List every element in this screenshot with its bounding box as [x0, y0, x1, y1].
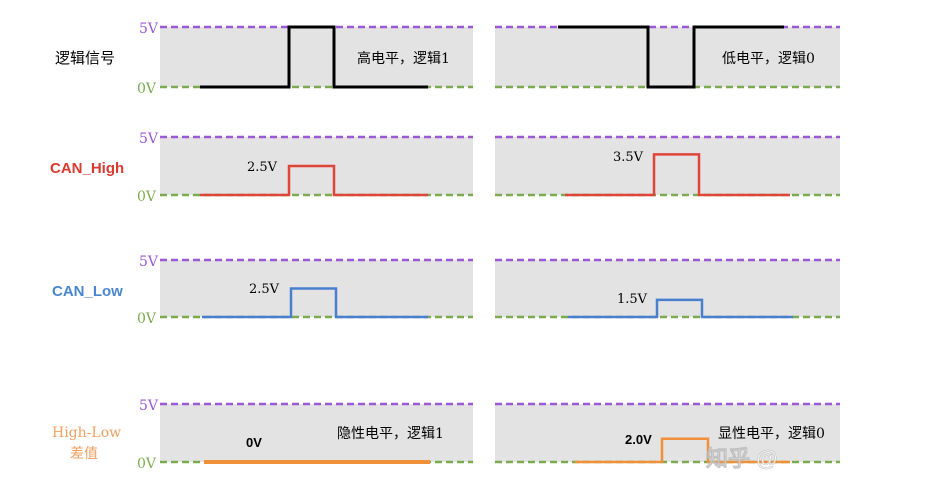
panel-background: [160, 404, 473, 462]
value-canl-dominant: 1.5V: [617, 292, 648, 307]
label-0v: 0V: [137, 311, 157, 327]
row-label-can-high: CAN_High: [50, 160, 124, 177]
note-dominant-logic0: 显性电平，逻辑0: [718, 426, 825, 442]
value-diff-dominant: 2.0V: [625, 432, 652, 447]
label-0v: 0V: [137, 81, 157, 97]
label-0v: 0V: [137, 189, 157, 205]
label-5v: 5V: [139, 254, 159, 270]
label-5v: 5V: [139, 131, 159, 147]
value-diff-recessive: 0V: [246, 435, 262, 450]
can-low-waveform-recessive: [202, 287, 428, 319]
row-label-logic: 逻辑信号: [55, 49, 115, 67]
label-5v: 5V: [139, 21, 159, 37]
note-high-logic1: 高电平，逻辑1: [357, 50, 450, 67]
panel-background: [495, 137, 840, 195]
can-low-waveform-dominant: [568, 298, 793, 319]
value-canh-dominant: 3.5V: [613, 150, 644, 165]
row-label-diff-2: 差值: [70, 446, 98, 462]
row-label-diff: High-Low: [52, 425, 121, 441]
can-high-waveform-dominant: [565, 153, 790, 197]
value-canl-recessive: 2.5V: [249, 282, 280, 297]
note-low-logic0: 低电平，逻辑0: [722, 51, 815, 67]
panel-background: [495, 404, 840, 462]
value-canh-recessive: 2.5V: [247, 160, 278, 175]
panel-background: [160, 27, 473, 87]
label-0v: 0V: [137, 456, 157, 472]
panel-background: [495, 27, 840, 87]
can-high-waveform-recessive: [200, 164, 428, 197]
note-recessive-logic1: 隐性电平，逻辑1: [337, 426, 444, 442]
logic-waveform-low: [558, 25, 784, 89]
panel-background: [495, 260, 840, 317]
watermark: 知乎 @: [706, 446, 778, 471]
logic-waveform-high: [200, 25, 428, 89]
diff-waveform-dominant: [575, 437, 790, 464]
row-label-can-low: CAN_Low: [52, 283, 123, 300]
label-5v: 5V: [139, 398, 159, 414]
